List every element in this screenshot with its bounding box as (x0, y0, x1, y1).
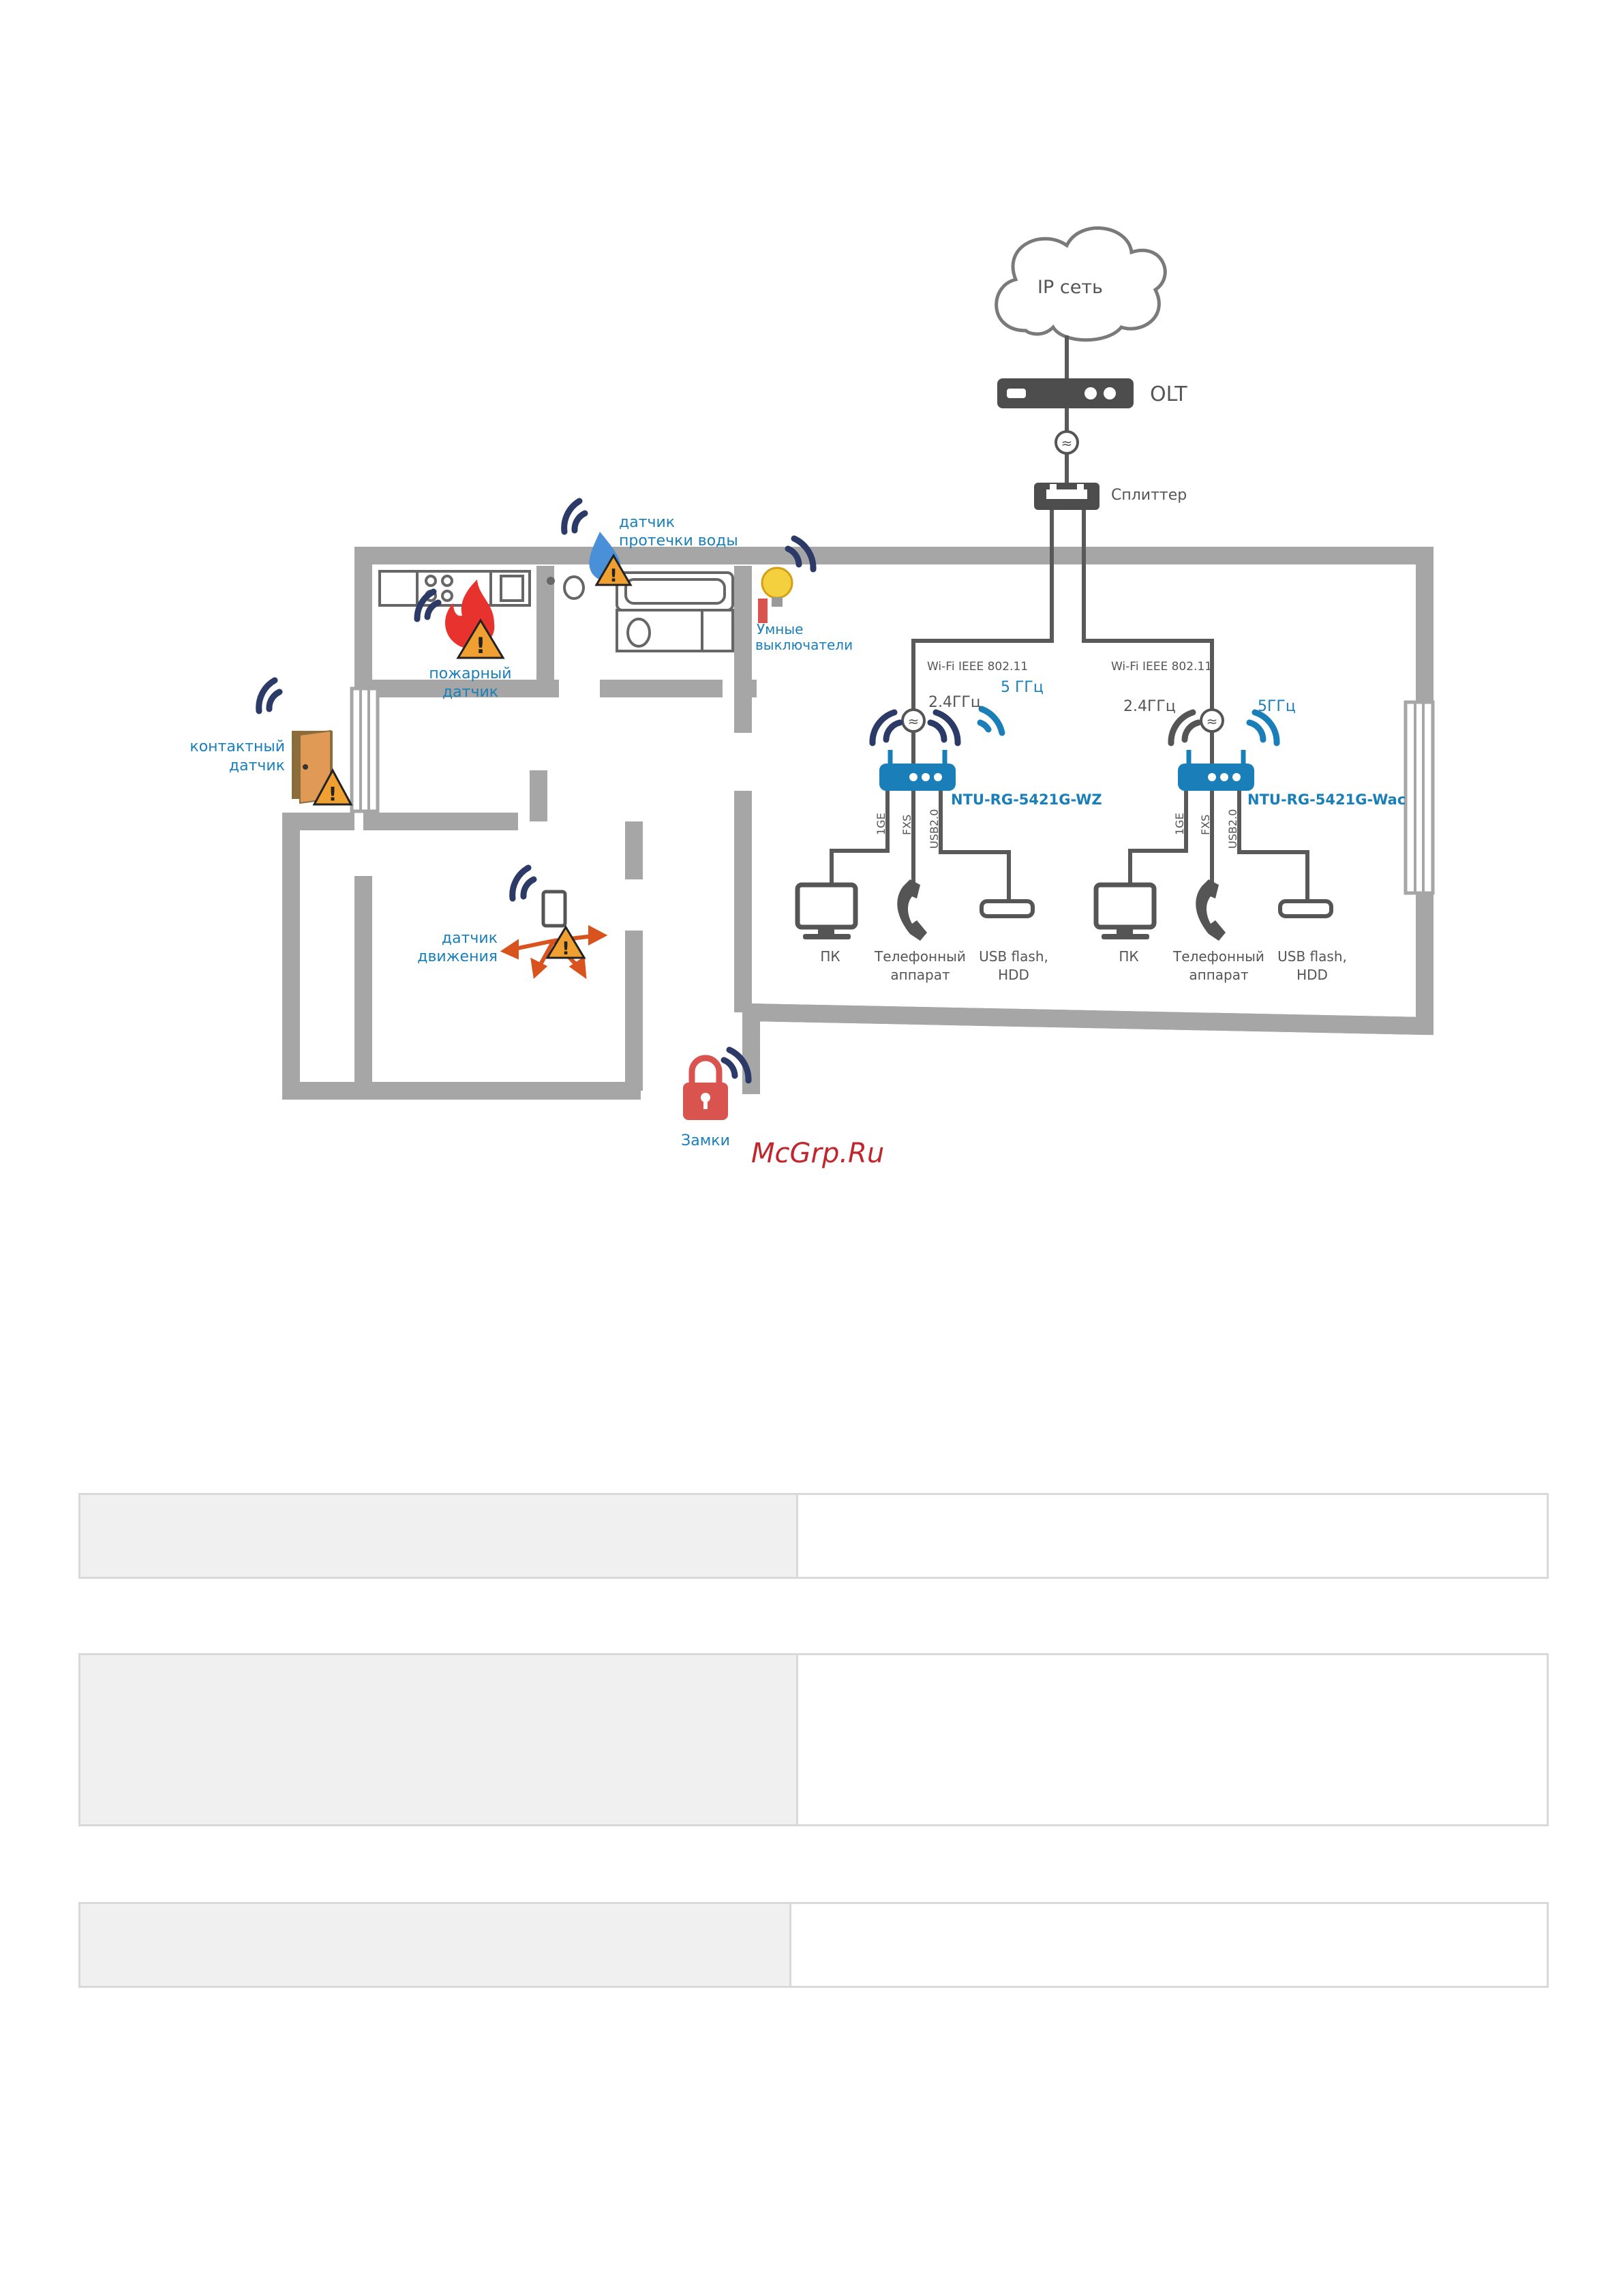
warning-icon: ! (594, 554, 633, 586)
fire-sensor-label-1: пожарный (429, 665, 511, 682)
motion-sensor-label-2: движения (417, 948, 498, 965)
router-2-phone-label-1: Телефонный (1172, 948, 1264, 965)
contact-sensor-label-1: контактный (189, 738, 285, 755)
router-1-phone-label-2: аппарат (890, 967, 950, 983)
wifi-5g-icon (977, 706, 1005, 736)
router-1-name: NTU-RG-5421G-WZ (951, 791, 1102, 808)
router-1-port-ge: 1GE (875, 813, 888, 835)
router-1-port-fxs: FXS (900, 815, 913, 835)
svg-text:!: ! (609, 566, 618, 586)
pc-icon (1093, 882, 1157, 939)
table-1-label-cell (80, 1495, 798, 1577)
fiber-coupler-icon: ≈ (1055, 430, 1079, 455)
wifi-icon (509, 864, 537, 902)
smart-lock (683, 1046, 752, 1120)
pc-icon (795, 882, 858, 939)
wifi-5g-icon (1246, 709, 1280, 746)
lock-icon (683, 1055, 728, 1120)
wifi-standard-label-2: Wi-Fi IEEE 802.11 (1111, 660, 1212, 674)
fire-sensor-label-2: датчик (442, 684, 498, 701)
splitter-icon (1034, 483, 1099, 510)
router-1-phone-label-1: Телефонный (874, 948, 966, 965)
svg-text:!: ! (329, 783, 337, 805)
usb-flash-icon (1278, 899, 1333, 918)
water-sensor-label-2: протечки воды (619, 532, 738, 549)
contact-sensor: ! (256, 677, 353, 806)
router-2-usb-label-2: HDD (1296, 967, 1328, 983)
table-1 (78, 1493, 1549, 1579)
warning-icon: ! (545, 925, 586, 959)
wifi-icon (561, 498, 588, 535)
contact-sensor-label-2: датчик (229, 757, 285, 774)
smart-switch-label-2: выключатели (755, 637, 853, 653)
table-2-label-cell (80, 1655, 798, 1824)
router-2-port-ge: 1GE (1173, 813, 1186, 835)
water-leak-sensor: ! (561, 498, 633, 586)
floor-plan (282, 547, 1435, 1100)
table-2 (78, 1653, 1549, 1826)
ip-cloud-icon (995, 226, 1167, 342)
wifi-standard-label-1: Wi-Fi IEEE 802.11 (927, 660, 1028, 674)
router-2-phone-label-2: аппарат (1189, 967, 1249, 983)
warning-icon: ! (456, 618, 505, 659)
router-1-port-usb: USB2.0 (928, 809, 941, 849)
smart-switch (758, 535, 817, 623)
splitter-label: Сплиттер (1111, 487, 1187, 504)
svg-text:≈: ≈ (1207, 713, 1218, 729)
smart-switch-label-1: Умные (757, 621, 803, 637)
switch-icon (758, 599, 768, 623)
table-2-value-cell (798, 1655, 1547, 1824)
router-2: ≈ 2.4ГГц 5ГГц NTU-RG-5421G-Wac 1GE FXS U… (1093, 698, 1406, 983)
svg-text:≈: ≈ (908, 713, 920, 729)
wifi-icon (414, 588, 442, 622)
router-2-port-usb: USB2.0 (1226, 809, 1239, 849)
phone-icon (1196, 879, 1226, 941)
router-2-port-fxs: FXS (1199, 815, 1212, 835)
router-2-pc-label: ПК (1119, 948, 1138, 965)
wifi-icon (785, 535, 817, 573)
phone-icon (897, 879, 927, 941)
watermark: McGrp.Ru (751, 1138, 884, 1169)
lock-label: Замки (681, 1132, 730, 1149)
fire-sensor: ! (414, 579, 505, 659)
table-1-value-cell (798, 1495, 1547, 1577)
router-1-band-5: 5 ГГц (1001, 679, 1044, 696)
router-2-band-5: 5ГГц (1258, 698, 1296, 715)
svg-text:≈: ≈ (1061, 435, 1073, 451)
svg-text:!: ! (562, 939, 570, 959)
olt-icon (997, 378, 1134, 408)
router-2-usb-label-1: USB flash, (1277, 948, 1347, 965)
router-1-usb-label-1: USB flash, (979, 948, 1048, 965)
table-3-value-cell (791, 1904, 1547, 1986)
wifi-icon (721, 1046, 752, 1084)
wifi-icon (256, 677, 283, 714)
motion-device-icon (541, 890, 567, 928)
network-diagram: IP сеть OLT ≈ Сплиттер Wi-Fi IEEE 802.11… (189, 226, 1435, 1169)
wifi-2g-icon (1168, 709, 1202, 746)
light-bulb-icon (761, 567, 793, 607)
table-3 (78, 1902, 1549, 1988)
router-1: ≈ 2.4ГГц 5 ГГц NTU-RG-5421G-WZ 1GE FXS U… (795, 679, 1102, 983)
kitchen-stove-icon (378, 570, 531, 607)
router-1-usb-label-2: HDD (998, 967, 1029, 983)
olt-label: OLT (1150, 382, 1187, 406)
router-1-pc-label: ПК (820, 948, 840, 965)
bathroom-fixtures-icon (547, 571, 734, 652)
water-sensor-label-1: датчик (619, 514, 675, 531)
table-3-label-cell (80, 1904, 791, 1986)
router-1-band-24: 2.4ГГц (928, 694, 981, 711)
motion-sensor-label-1: датчик (442, 930, 498, 947)
wifi-2g-icon (869, 709, 961, 746)
svg-text:!: ! (476, 633, 486, 659)
router-2-name: NTU-RG-5421G-Wac (1247, 791, 1406, 808)
warning-icon: ! (312, 768, 353, 806)
motion-sensor: ! (500, 864, 608, 980)
door-icon (292, 729, 333, 804)
ip-network-label: IP сеть (1037, 277, 1103, 298)
usb-flash-icon (980, 899, 1035, 918)
router-2-band-24: 2.4ГГц (1123, 698, 1176, 715)
